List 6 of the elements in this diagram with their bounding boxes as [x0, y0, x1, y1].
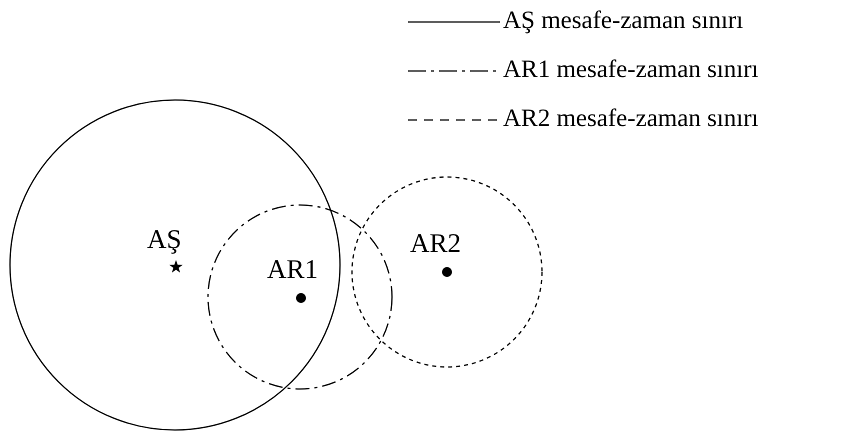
- legend-text: AR2 mesafe-zaman sınırı: [503, 105, 758, 133]
- legend-text: AŞ mesafe-zaman sınırı: [503, 7, 744, 35]
- point-label: AR1: [267, 256, 318, 283]
- legend-text: AR1 mesafe-zaman sınırı: [503, 56, 758, 84]
- point-label: AŞ: [147, 226, 182, 253]
- point-label: AR2: [410, 230, 462, 257]
